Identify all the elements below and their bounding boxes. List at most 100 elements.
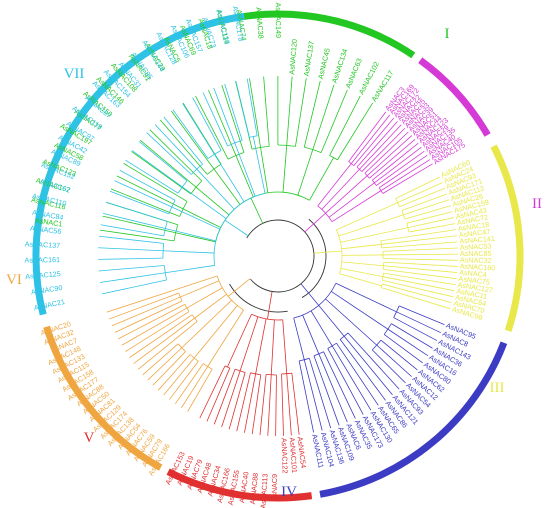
leaf-branch bbox=[103, 213, 166, 229]
leaf-branch bbox=[221, 370, 241, 428]
clade-arc bbox=[189, 354, 199, 362]
leaf-label: AsNAC75 bbox=[458, 274, 490, 287]
leaf-branch bbox=[131, 150, 183, 188]
leaf-branch bbox=[174, 363, 204, 405]
leaf-label: AsNAC4 bbox=[459, 268, 487, 279]
leaf-branch bbox=[125, 159, 179, 194]
leaf-branch bbox=[208, 89, 237, 156]
group-label-ii: II bbox=[532, 196, 542, 212]
leaf-branch bbox=[347, 332, 400, 390]
leaf-branch bbox=[109, 292, 179, 320]
clade-arc bbox=[336, 229, 343, 274]
leaf-branch bbox=[364, 131, 409, 174]
clade-arc bbox=[216, 275, 244, 311]
leaf-branch bbox=[382, 258, 458, 261]
clade-branch bbox=[270, 319, 275, 375]
clade-arc bbox=[213, 192, 266, 266]
clade-arc bbox=[348, 161, 355, 166]
clade-branch bbox=[213, 168, 241, 205]
leaf-branch bbox=[403, 199, 450, 216]
group-arc-v bbox=[166, 468, 313, 502]
leaf-branch bbox=[404, 205, 451, 220]
clade-branch bbox=[309, 157, 334, 201]
clade-branch bbox=[260, 147, 269, 193]
leaf-branch bbox=[383, 268, 457, 280]
group-label-v: V bbox=[84, 430, 95, 446]
leaf-label: AsNAC161 bbox=[24, 255, 60, 265]
clade-branch bbox=[331, 291, 389, 330]
leaf-branch bbox=[154, 124, 198, 170]
clade-arc bbox=[329, 155, 338, 161]
group-root-branch bbox=[300, 283, 320, 306]
clade-branch bbox=[328, 182, 375, 218]
leaf-branch bbox=[382, 247, 458, 252]
clade-branch bbox=[341, 243, 382, 250]
clade-branch bbox=[180, 280, 220, 298]
leaf-branch bbox=[106, 288, 177, 313]
leaf-branch bbox=[366, 135, 413, 177]
group-arc-iii bbox=[490, 144, 524, 332]
leaf-label: AsNAC47 bbox=[458, 227, 490, 239]
clade-branch bbox=[234, 142, 256, 197]
leaf-branch bbox=[329, 95, 361, 156]
group-root-branch bbox=[304, 212, 326, 233]
leaf-branch bbox=[350, 114, 391, 164]
clade-branch bbox=[163, 250, 215, 254]
clade-branch bbox=[317, 163, 352, 207]
leaf-branch bbox=[137, 321, 198, 370]
leaf-branch bbox=[281, 373, 284, 436]
leaf-branch bbox=[259, 374, 267, 436]
leaf-branch bbox=[376, 344, 412, 377]
clade-arc bbox=[190, 180, 203, 195]
group-root-branch bbox=[224, 219, 249, 237]
leaf-branch bbox=[182, 103, 215, 155]
clade-arc bbox=[371, 179, 377, 186]
leaf-branch bbox=[383, 272, 456, 286]
leaf-branch bbox=[123, 163, 188, 202]
clade-arc bbox=[293, 283, 337, 319]
clade-branch bbox=[252, 136, 266, 194]
leaf-label: AsNAC45 bbox=[316, 47, 332, 80]
leaf-branch bbox=[291, 373, 300, 435]
group-arc-vi bbox=[43, 325, 163, 471]
clade-branch bbox=[239, 316, 259, 372]
leaf-branch bbox=[337, 102, 374, 161]
leaf-branch bbox=[157, 354, 191, 391]
group-arc-ii bbox=[418, 57, 491, 137]
leaf-label: AsNAC53 bbox=[460, 241, 492, 251]
clade-branch bbox=[182, 186, 227, 219]
leaf-label: AsNAC160 bbox=[459, 261, 495, 272]
clade-arc bbox=[393, 305, 400, 318]
leaf-branch bbox=[401, 193, 448, 211]
leaf-branch bbox=[382, 276, 455, 292]
leaf-branch bbox=[408, 223, 456, 233]
leaf-branch bbox=[119, 169, 176, 201]
leaf-branch bbox=[146, 132, 192, 175]
clade-branch bbox=[165, 228, 216, 242]
clade-branch bbox=[235, 155, 254, 198]
leaf-branch bbox=[327, 348, 364, 415]
clade-arc bbox=[313, 351, 324, 357]
clade-branch bbox=[325, 298, 377, 346]
leaf-branch bbox=[199, 365, 226, 419]
leaf-branch bbox=[224, 83, 243, 141]
clade-arc bbox=[227, 152, 245, 160]
leaf-branch bbox=[125, 311, 190, 352]
leaf-branch bbox=[398, 305, 445, 325]
group-arcs bbox=[32, 10, 524, 502]
leaf-branch bbox=[336, 342, 379, 406]
leaf-branch bbox=[376, 150, 425, 186]
group-root-branch bbox=[250, 197, 264, 224]
clade-arc bbox=[395, 198, 400, 207]
leaf-label: AsNAC137 bbox=[302, 40, 316, 77]
clade-branch bbox=[293, 317, 305, 360]
clade-branch bbox=[194, 293, 227, 319]
leaf-branch bbox=[381, 241, 458, 249]
leaf-branch bbox=[228, 372, 246, 430]
trunk-arc bbox=[246, 219, 315, 293]
leaf-label: AsNAC113 bbox=[259, 473, 270, 508]
leaf-branch bbox=[133, 317, 195, 364]
leaf-branch bbox=[98, 265, 165, 272]
leaf-branch bbox=[323, 351, 356, 419]
